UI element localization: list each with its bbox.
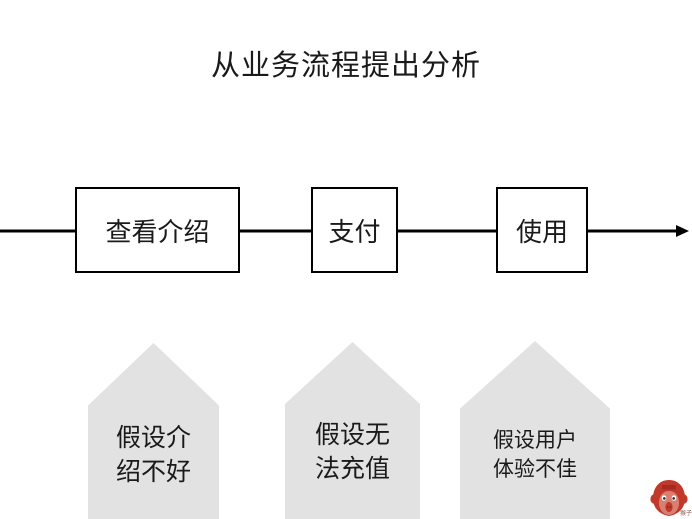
process-box-step-1[interactable]: 查看介绍	[75, 187, 240, 273]
process-box-label: 使用	[515, 216, 568, 247]
page-title: 从业务流程提出分析	[210, 50, 481, 82]
callout-label: 假设用户 体验不佳	[493, 429, 577, 481]
callout-label: 假设介 绍不好	[115, 424, 191, 486]
process-box-step-3[interactable]: 使用	[496, 187, 588, 273]
process-box-label: 查看介绍	[105, 216, 210, 247]
watermark-label: 猴子	[679, 511, 692, 517]
callout-shape-step-2[interactable]: 假设无 法充值	[285, 342, 420, 519]
watermark: 猴子	[648, 478, 692, 519]
process-box-label: 支付	[328, 216, 381, 247]
process-box-step-2[interactable]: 支付	[311, 187, 398, 273]
callout-label: 假设无 法充值	[314, 421, 390, 483]
arrowhead-icon	[676, 225, 689, 237]
monkey-head-icon	[650, 480, 688, 516]
